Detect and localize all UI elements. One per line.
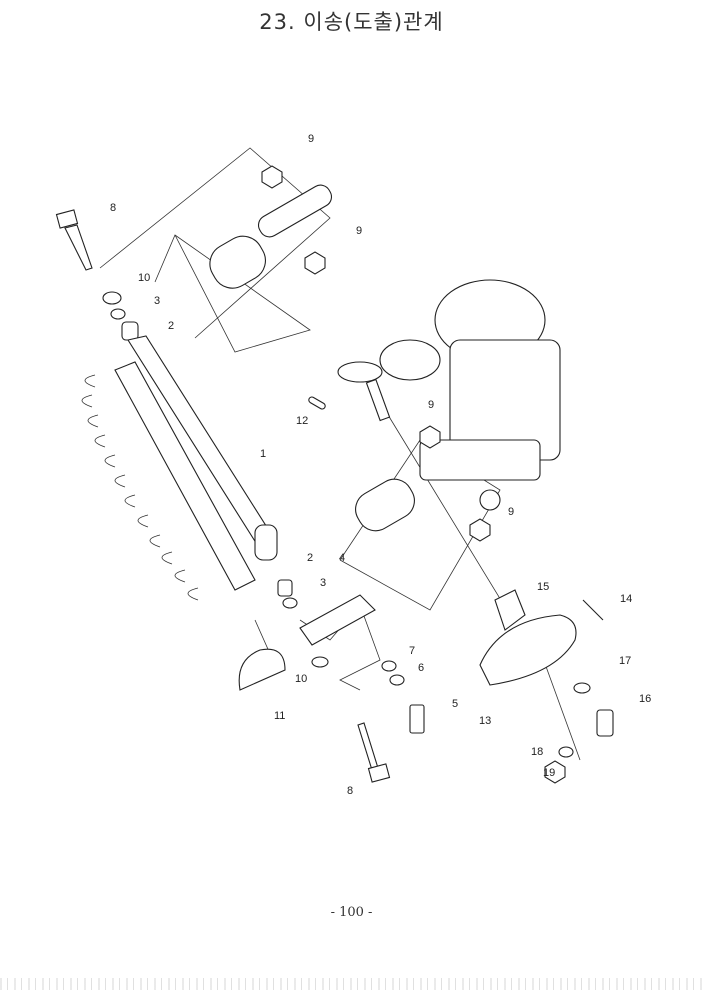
part-label: 3 bbox=[320, 577, 326, 589]
part-label: 19 bbox=[543, 767, 555, 779]
part-label: 7 bbox=[409, 645, 415, 657]
page-title: 23. 이송(도출)관계 bbox=[259, 10, 444, 34]
part-label: 3 bbox=[154, 295, 160, 307]
part-label: 5 bbox=[452, 698, 458, 710]
part-label: 8 bbox=[110, 202, 116, 214]
part-label: 17 bbox=[619, 655, 631, 667]
page-number: - 100 - bbox=[330, 905, 373, 920]
part-label: 10 bbox=[295, 673, 307, 685]
part-label: 2 bbox=[168, 320, 174, 332]
upper-linkage bbox=[209, 165, 333, 289]
part-label: 8 bbox=[347, 785, 353, 797]
part-label: 12 bbox=[296, 415, 308, 427]
part-label: 10 bbox=[138, 272, 150, 284]
bolt-top bbox=[55, 209, 93, 271]
part-labels: 9 8 9 10 3 2 12 9 1 9 2 4 3 15 14 11 10 … bbox=[110, 133, 651, 797]
part-label: 9 bbox=[308, 133, 314, 145]
part-label: 1 bbox=[260, 448, 266, 460]
part-label: 15 bbox=[537, 581, 549, 593]
part-label: 2 bbox=[307, 552, 313, 564]
part-label: 9 bbox=[428, 399, 434, 411]
part-label: 9 bbox=[508, 506, 514, 518]
part-label: 16 bbox=[639, 693, 651, 705]
part-label: 14 bbox=[620, 593, 632, 605]
part-label: 13 bbox=[479, 715, 491, 727]
part-label: 6 bbox=[418, 662, 424, 674]
housing-block bbox=[379, 279, 561, 511]
comb-plate bbox=[81, 361, 256, 601]
part-label: 18 bbox=[531, 746, 543, 758]
scan-edge bbox=[0, 978, 703, 990]
part-label: 9 bbox=[356, 225, 362, 237]
part-label: 11 bbox=[274, 710, 285, 722]
part-label: 4 bbox=[339, 552, 345, 564]
